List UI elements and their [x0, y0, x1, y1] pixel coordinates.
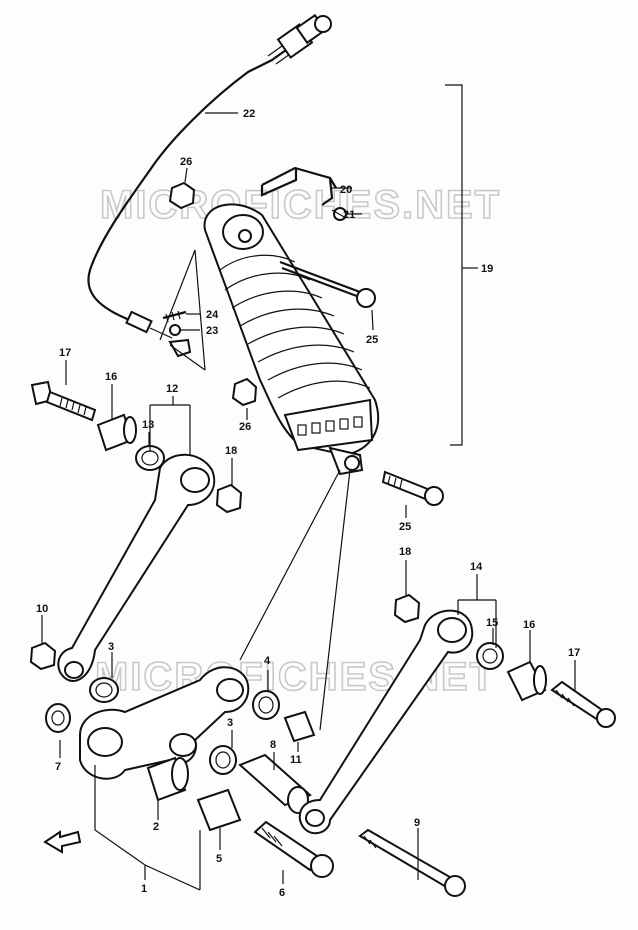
callout-13: 13 [142, 419, 154, 431]
callout-3-center: 3 [227, 717, 233, 729]
spacer-16-left-end [123, 416, 137, 444]
bolt-25-top [279, 260, 376, 308]
callout-7: 7 [55, 761, 61, 773]
bolt-9 [358, 828, 466, 897]
nut-26-top [168, 181, 196, 210]
callout-2: 2 [153, 821, 159, 833]
callout-25-lower: 25 [399, 521, 411, 533]
bolt-17-left [30, 380, 97, 422]
nut-23 [168, 338, 192, 358]
callout-6: 6 [279, 887, 285, 899]
cable-22 [87, 13, 332, 339]
bolt-21 [331, 207, 347, 221]
callout-23: 23 [206, 325, 218, 337]
front-direction-arrow-icon [43, 830, 82, 854]
nut-18-right [393, 593, 421, 624]
callout-18-left: 18 [225, 445, 237, 457]
bearing-4 [252, 690, 280, 720]
callout-10: 10 [36, 603, 48, 615]
callout-16-right: 16 [523, 619, 535, 631]
callout-11: 11 [290, 754, 302, 766]
link-rod-12 [57, 453, 216, 682]
spacer-5 [196, 788, 242, 832]
washer-7 [45, 703, 71, 733]
nut-26-mid [231, 377, 258, 407]
callout-22: 22 [243, 108, 255, 120]
spacer-11 [283, 710, 316, 743]
callout-8: 8 [270, 739, 276, 751]
bolt-25-lower [381, 470, 444, 506]
callout-17-right: 17 [568, 647, 580, 659]
callout-14: 14 [470, 561, 483, 573]
callout-3-left: 3 [108, 641, 114, 653]
callout-26-top: 26 [180, 156, 192, 168]
washer-23 [169, 324, 181, 336]
callout-20: 20 [340, 184, 352, 196]
callout-9: 9 [414, 817, 420, 829]
callout-18-right: 18 [399, 546, 411, 558]
nut-18-left [215, 483, 243, 514]
bearing-3-center [209, 745, 237, 775]
callout-24: 24 [206, 309, 219, 321]
cushion-lever-1 [79, 666, 250, 780]
callout-15: 15 [486, 617, 498, 629]
callout-19: 19 [481, 263, 493, 275]
callout-5: 5 [216, 853, 222, 865]
link-rod-14 [298, 609, 474, 835]
nut-10 [29, 641, 57, 671]
leader-lines [41, 112, 576, 891]
callout-26-mid: 26 [239, 421, 251, 433]
bearing-3-left [89, 677, 119, 703]
callout-1: 1 [141, 883, 147, 895]
bracket-20 [260, 166, 337, 206]
bolt-6 [253, 820, 334, 878]
shock-absorber-19 [203, 203, 380, 476]
watermark-top: MICROFICHES.NET [100, 183, 501, 227]
callout-4: 4 [264, 655, 271, 667]
bearing-15 [476, 642, 504, 670]
callout-12: 12 [166, 383, 178, 395]
bracket-19 [445, 84, 463, 446]
pin-24 [162, 310, 187, 323]
callout-21: 21 [343, 209, 355, 221]
callout-16-left: 16 [105, 371, 117, 383]
callout-17-left: 17 [59, 347, 71, 359]
bolt-17-right [550, 680, 616, 728]
callout-25-top: 25 [366, 334, 378, 346]
